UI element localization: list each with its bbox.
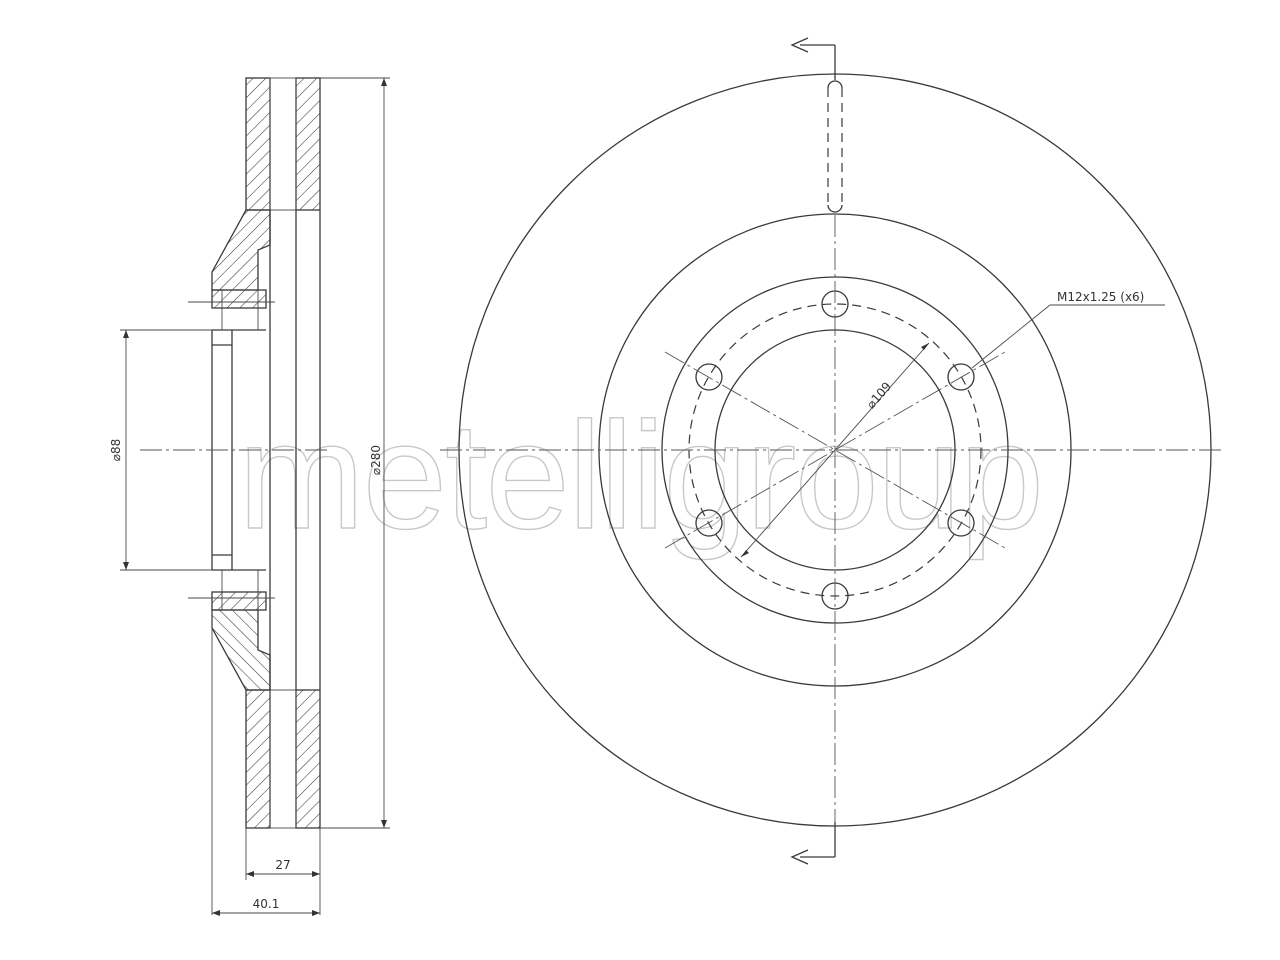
bolt-hole [947,509,975,537]
vent-channel-top [269,77,297,211]
bolt-hole [947,363,975,391]
outer-diameter-label: ⌀280 [369,445,383,475]
disc-thickness-label: 27 [275,858,290,872]
bolt-hole [695,363,723,391]
thread-spec-label: M12x1.25 (x6) [1057,290,1144,304]
wear-slot [827,80,843,213]
outer-friction-plate-bottom [295,689,321,829]
side-section-view: ⌀88 ⌀280 27 40.1 [109,77,390,916]
section-arrow-top [790,37,809,53]
inner-friction-plate-top [245,77,271,211]
vent-channel-bottom [269,689,297,829]
hub-diameter-label: ⌀88 [109,439,123,462]
bolt-hole [695,509,723,537]
watermark-text: metelligroup [238,391,1042,561]
hat-flange-bottom [211,609,271,691]
hat-flange-top [211,209,271,291]
overall-height-label: 40.1 [253,897,280,911]
outer-friction-plate-top [295,77,321,211]
inner-friction-plate-bottom [245,689,271,829]
section-arrow-bottom [790,849,809,865]
